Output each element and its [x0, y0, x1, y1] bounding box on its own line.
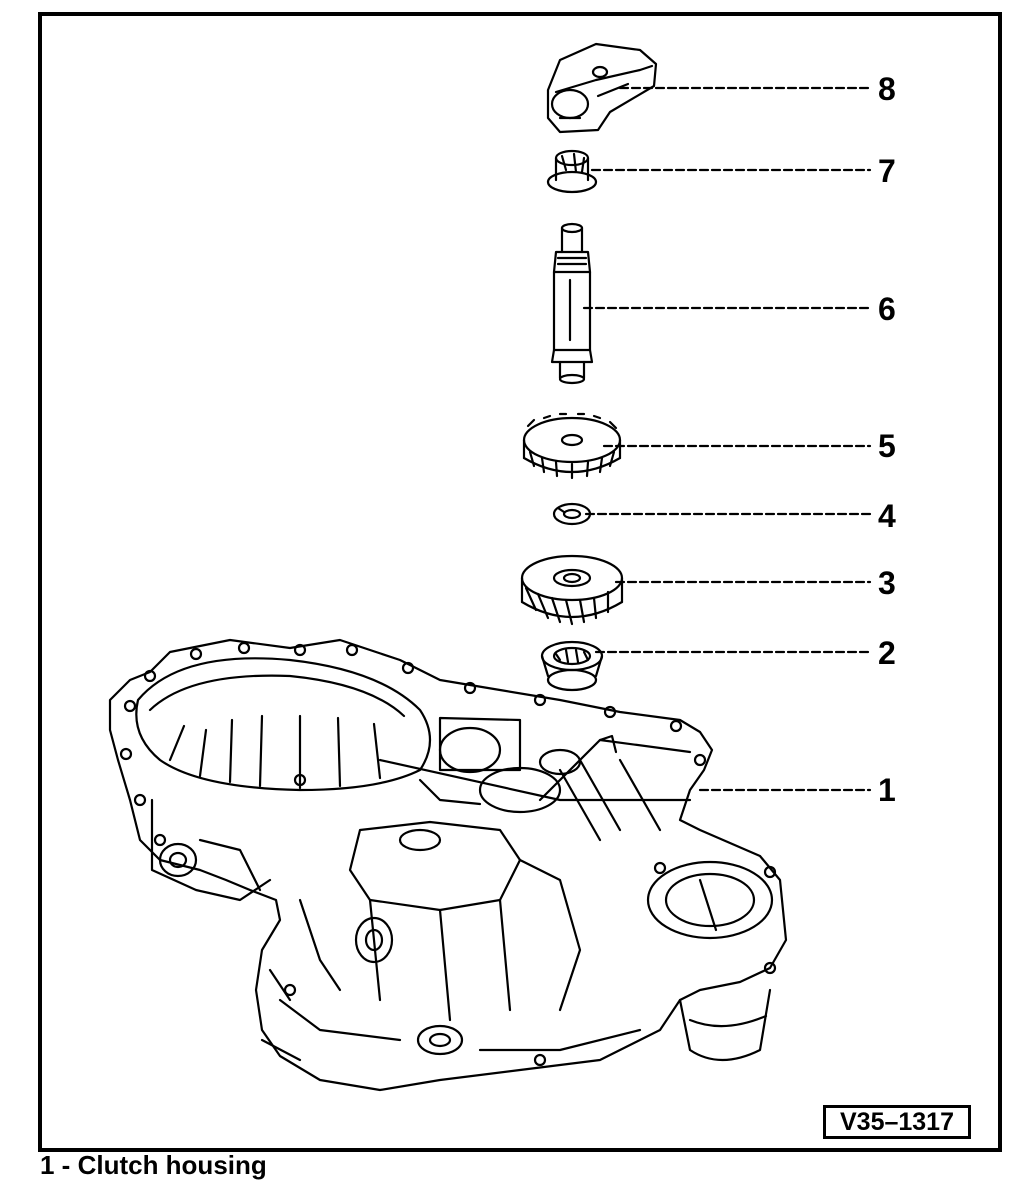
gear-icon	[520, 554, 624, 626]
callout-5: 5	[878, 428, 896, 464]
callout-8: 8	[878, 71, 896, 107]
shaft-icon	[550, 222, 594, 385]
reference-code-box: V35–1317	[823, 1105, 971, 1139]
clutch-housing-icon	[108, 638, 788, 1092]
callout-2: 2	[878, 635, 896, 671]
callout-1: 1	[878, 772, 896, 808]
bearing-icon	[540, 640, 604, 692]
callout-4: 4	[878, 498, 896, 534]
diagram-frame	[38, 12, 1002, 1152]
callout-3: 3	[878, 565, 896, 601]
leader-lines	[582, 86, 872, 792]
gear-icon	[522, 412, 622, 480]
circlip-icon	[552, 502, 592, 526]
callout-7: 7	[878, 153, 896, 189]
callout-6: 6	[878, 291, 896, 327]
bushing-icon	[546, 149, 598, 194]
lever-icon	[546, 42, 658, 134]
caption-text: 1 - Clutch housing	[40, 1150, 267, 1180]
